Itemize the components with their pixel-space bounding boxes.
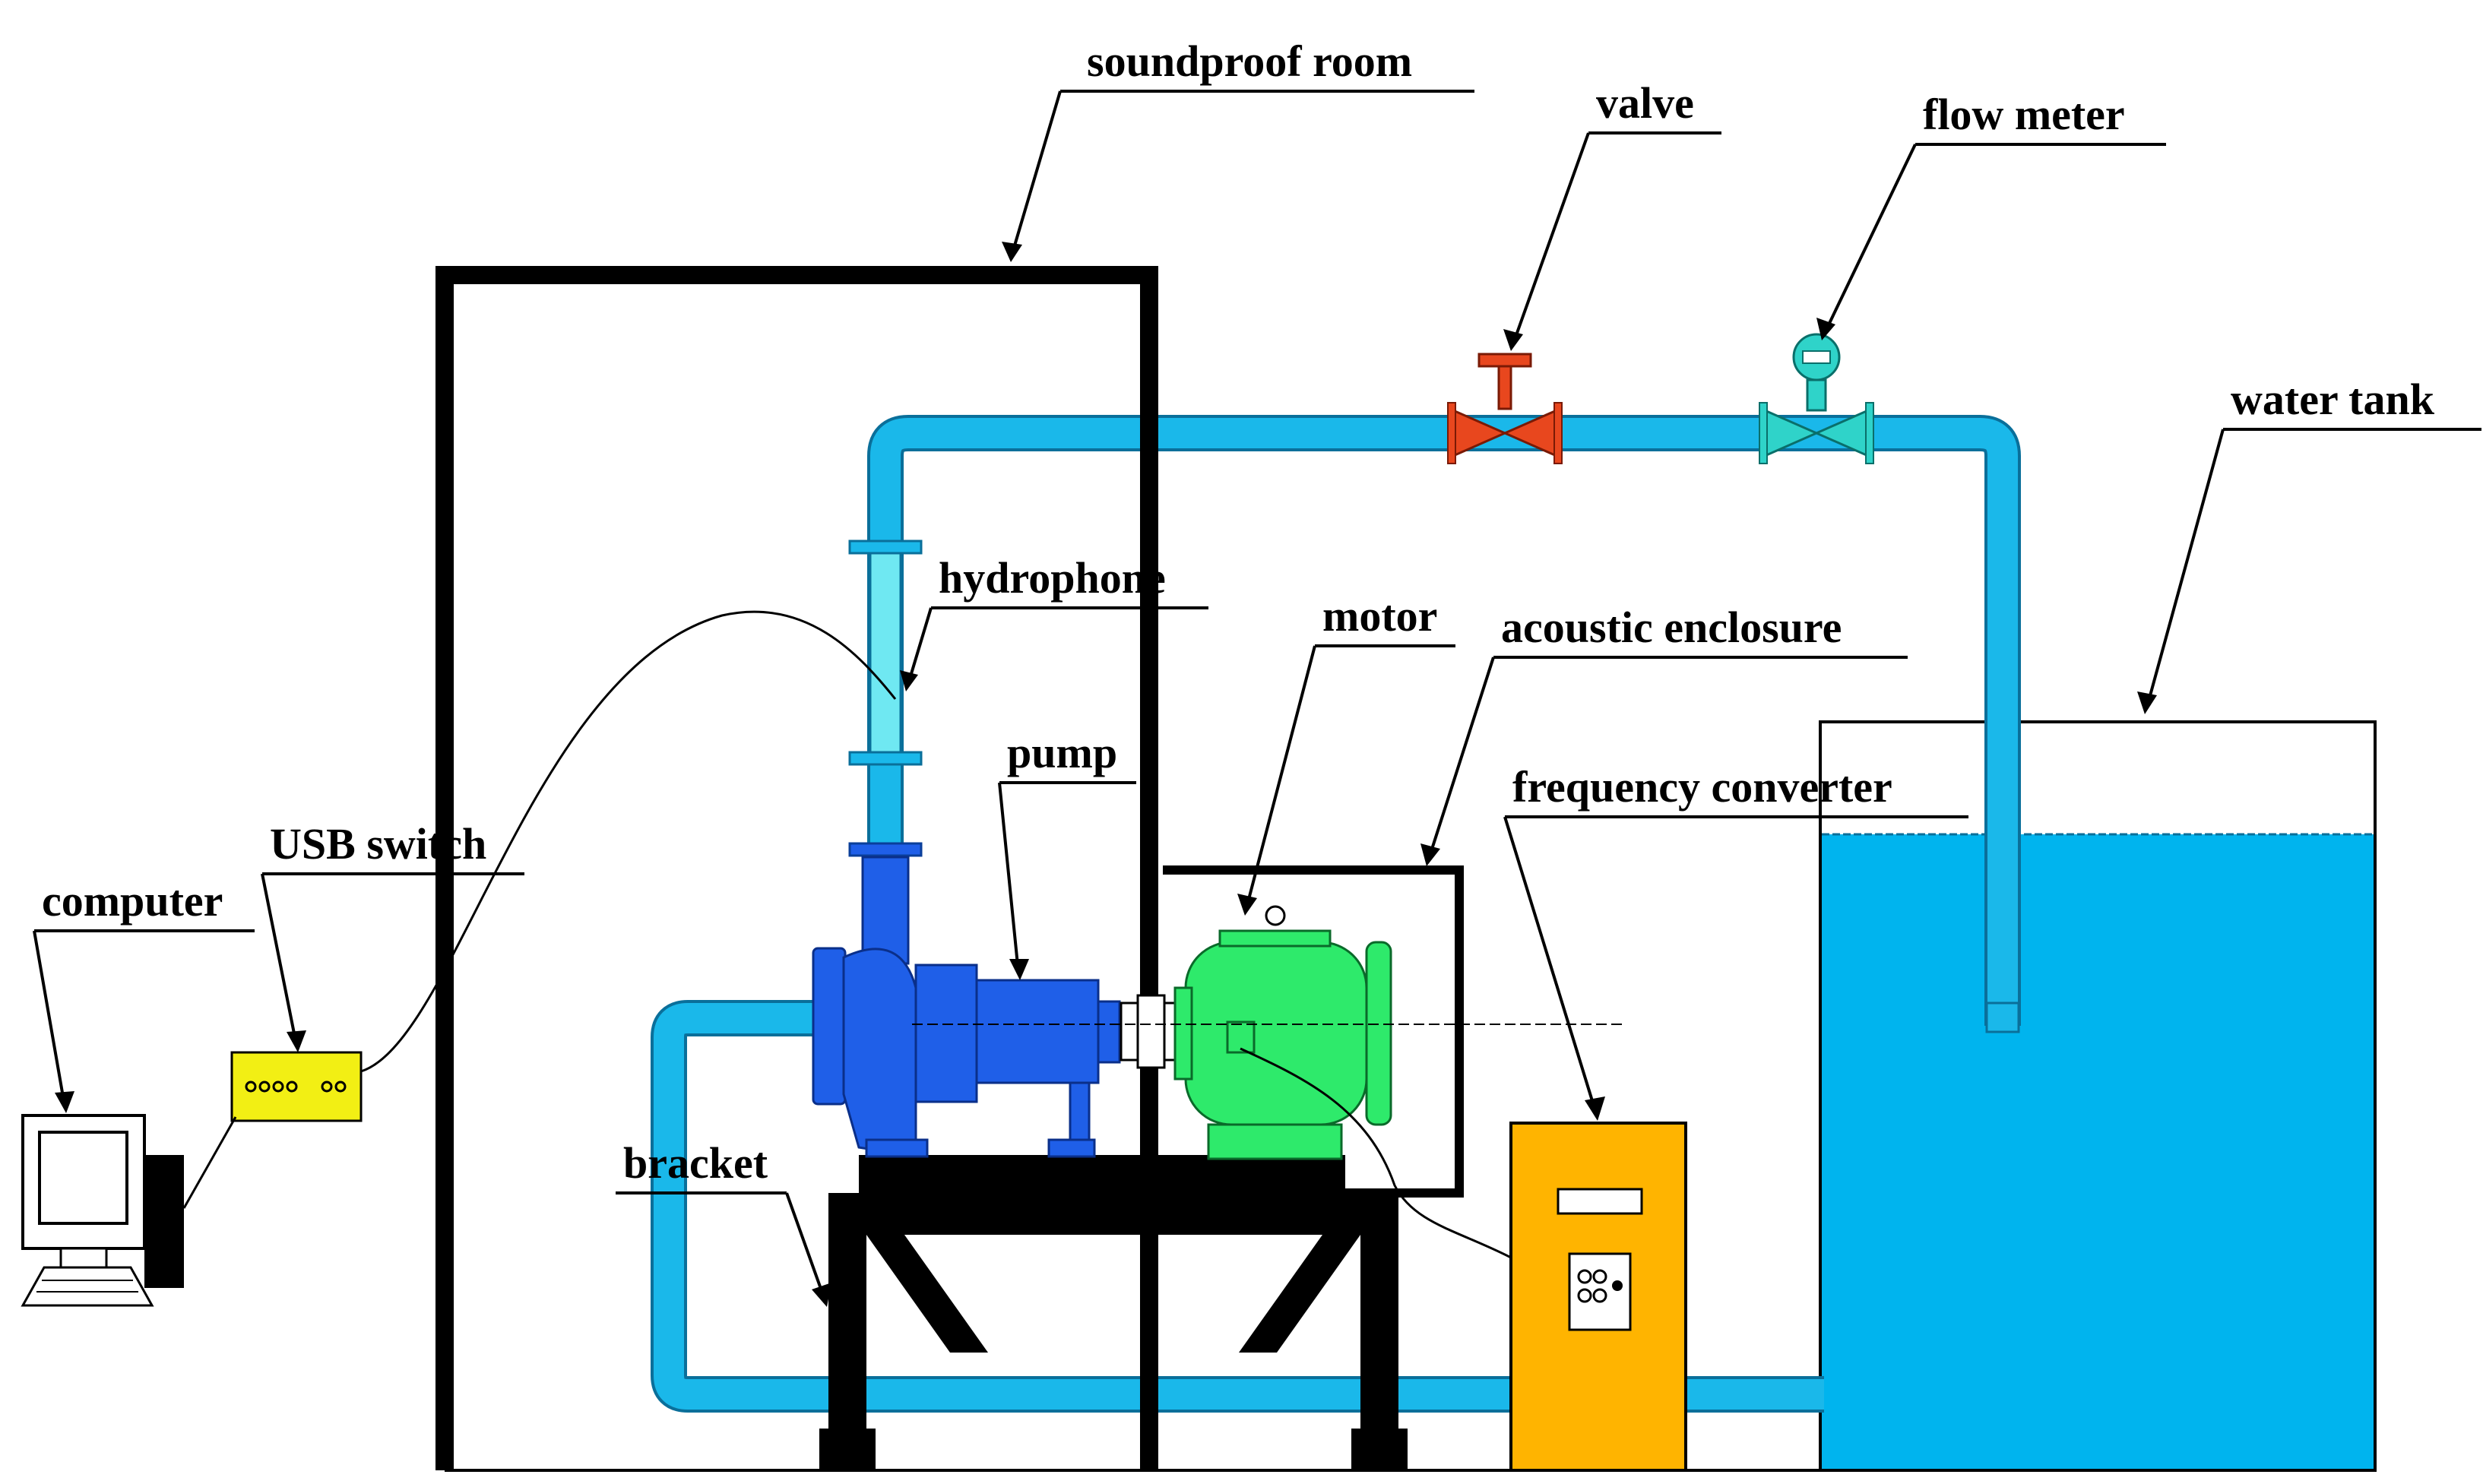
motor xyxy=(1173,905,1392,1160)
water-tank xyxy=(1819,720,2377,1472)
flange-low xyxy=(848,842,923,857)
cables xyxy=(182,610,1512,1259)
motor-cable xyxy=(1240,1047,1512,1259)
svg-text:bracket: bracket xyxy=(623,1138,768,1188)
svg-text:water tank: water tank xyxy=(2231,375,2435,424)
computer-cable xyxy=(182,1116,237,1209)
label-frequency-converter: frequency converter xyxy=(1503,762,1968,1121)
label-water-tank: water tank xyxy=(2137,375,2481,714)
label-flow-meter: flow meter xyxy=(1816,90,2166,340)
svg-text:pump: pump xyxy=(1007,728,1117,777)
label-motor: motor xyxy=(1237,591,1455,916)
soundproof-room xyxy=(435,266,1158,1470)
hydrophone-section xyxy=(848,539,923,857)
hydrophone-cable xyxy=(360,610,897,1073)
label-pump: pump xyxy=(998,728,1136,980)
flange-top xyxy=(848,539,923,555)
svg-text:USB switch: USB switch xyxy=(270,819,486,869)
label-usb-switch: USB switch xyxy=(261,819,524,1052)
flange-mid xyxy=(848,751,923,766)
svg-text:computer: computer xyxy=(42,876,223,926)
bracket xyxy=(819,1155,1408,1470)
pump xyxy=(812,856,1183,1158)
svg-text:hydrophone: hydrophone xyxy=(939,553,1166,603)
svg-text:valve: valve xyxy=(1596,78,1694,128)
svg-text:motor: motor xyxy=(1322,591,1437,641)
svg-text:flow meter: flow meter xyxy=(1923,90,2125,139)
label-acoustic-enclosure: acoustic enclosure xyxy=(1420,603,1908,866)
svg-text:frequency converter: frequency converter xyxy=(1512,762,1892,812)
usb-switch-icon xyxy=(230,1051,363,1122)
label-soundproof-room: soundproof room xyxy=(1002,36,1474,262)
pipe-loop xyxy=(651,415,2021,1413)
svg-text:acoustic enclosure: acoustic enclosure xyxy=(1501,603,1842,652)
valve xyxy=(1447,353,1563,464)
label-hydrophone: hydrophone xyxy=(900,553,1208,691)
label-bracket: bracket xyxy=(616,1138,831,1307)
svg-text:soundproof room: soundproof room xyxy=(1087,36,1412,86)
flow-meter xyxy=(1759,333,1874,464)
water-tank-water xyxy=(1822,834,2374,1469)
computer-icon xyxy=(21,1114,184,1307)
label-computer: computer xyxy=(33,876,255,1113)
frequency-converter xyxy=(1509,1122,1687,1472)
label-valve: valve xyxy=(1503,78,1721,351)
